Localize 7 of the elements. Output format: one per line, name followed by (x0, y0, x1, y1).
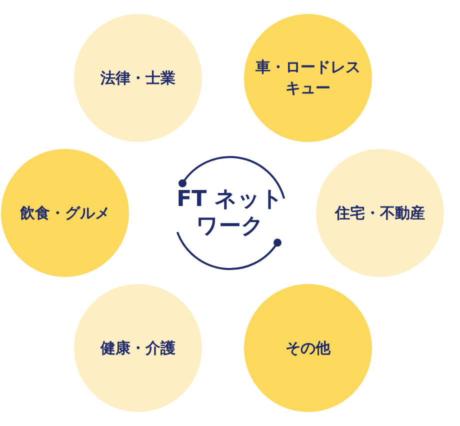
center-title: FT ネットワーク (176, 186, 284, 240)
category-label: 健康・介護 (100, 338, 176, 358)
category-label: 法律・士業 (100, 68, 176, 88)
category-label: 車・ロードレスキュー (254, 57, 362, 99)
category-label: 住宅・不動産 (335, 202, 425, 224)
category-label: 飲食・グルメ (20, 202, 110, 224)
category-label: その他 (286, 338, 330, 358)
